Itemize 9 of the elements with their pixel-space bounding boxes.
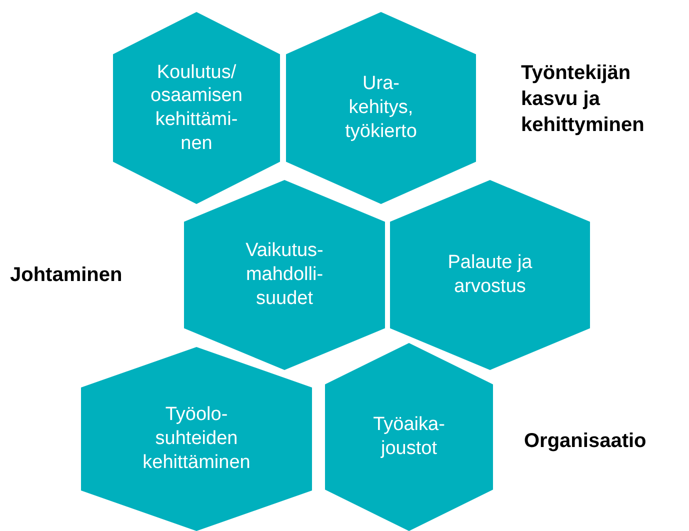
- category-label: Työntekijän kasvu ja kehittyminen: [521, 61, 646, 138]
- node-text: Vaikutus- mahdolli- suudet: [244, 239, 324, 311]
- node-text: Palaute ja arvostus: [446, 251, 534, 299]
- node-text: Koulutus/ osaamisen kehittämi- nen: [150, 60, 244, 156]
- node-text: Ura- kehitys, työkierto: [344, 72, 418, 144]
- category-label: Organisaatio: [524, 429, 648, 454]
- node-text: Työolo- suhteiden kehittäminen: [142, 403, 252, 475]
- category-label: Johtaminen: [10, 263, 124, 288]
- node-text: Työaika- joustot: [372, 413, 446, 461]
